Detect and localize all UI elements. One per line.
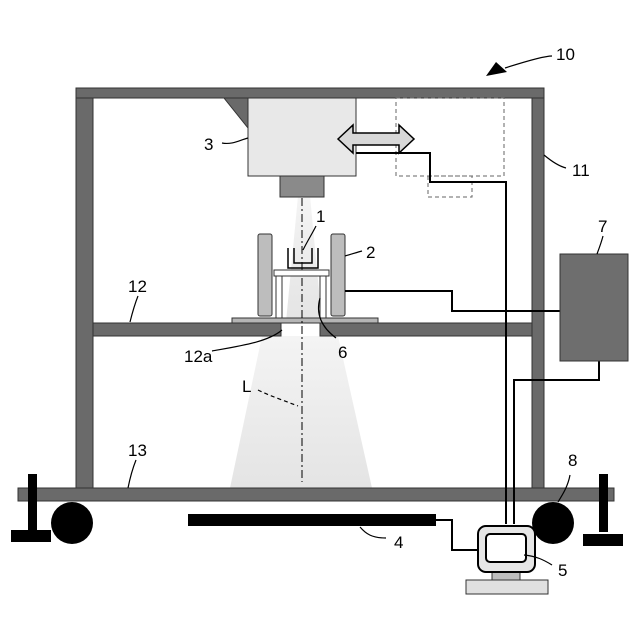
label-4: 4 [394,533,403,552]
leader-3 [222,138,248,143]
label-2: 2 [366,243,375,262]
leader-10 [505,56,552,68]
shelf-right-part [320,323,532,336]
label-3: 3 [204,135,213,154]
leader-7 [597,236,603,254]
leader-11 [544,155,566,168]
holder-right-wall [331,234,345,316]
label-7: 7 [598,217,607,236]
holder-left-wall [258,234,272,316]
label-13: 13 [128,441,147,460]
arrow-10-head [486,62,507,76]
foot-left [11,474,51,542]
device-lens [280,176,324,197]
label-L: L [242,377,251,396]
leader-2 [345,251,362,256]
label-11: 11 [572,161,590,180]
monitor-screen [486,534,526,562]
monitor-stand-base [466,580,548,594]
monitor-5 [466,526,548,594]
shelf-left-part [93,323,281,336]
wheel-right-8 [532,502,574,544]
frame-left-post [76,98,93,488]
shelf-12 [93,318,532,336]
mount-plate [232,318,378,323]
holder-column-left [276,276,282,318]
cable-detector-to-camera [436,520,478,550]
frame-right-post [532,98,544,488]
controller-7 [560,254,628,361]
leader-13 [128,460,136,488]
holder-top-plate [274,270,329,276]
source-device-3 [248,98,356,197]
label-8: 8 [568,451,577,470]
label-5: 5 [558,561,567,580]
cable-holder-to-controller [345,291,560,311]
wheel-left [51,502,93,544]
holder-column-right [320,276,326,318]
cable-device-to-camera [356,153,506,524]
label-12a: 12a [184,347,213,366]
frame-top-bar [76,88,544,98]
label-1: 1 [316,207,325,226]
label-12: 12 [128,277,147,296]
movement-double-arrow [338,125,414,153]
leader-4 [360,527,386,538]
frame-corner-bracket [224,98,248,128]
device-alt-lens [428,176,472,197]
label-6: 6 [338,343,347,362]
foot-right [583,474,623,546]
detector-4 [188,514,436,526]
light-cone-lower [230,336,372,488]
leader-12 [130,296,138,322]
label-10: 10 [556,45,575,64]
base-13 [18,488,614,501]
